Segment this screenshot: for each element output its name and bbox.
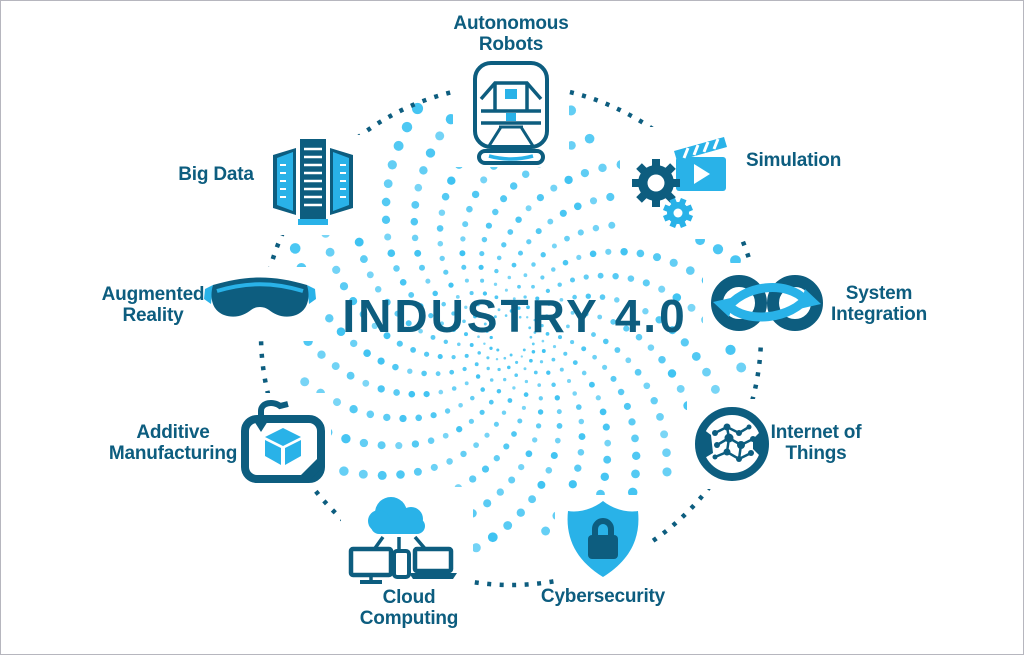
- label-big-data: Big Data: [178, 164, 254, 185]
- label-autonomous-robots: Autonomous Robots: [453, 13, 569, 56]
- label-cybersecurity: Cybersecurity: [540, 586, 666, 607]
- diagram-title: INDUSTRY 4.0: [342, 290, 688, 342]
- label-system-integration: System Integration: [831, 283, 927, 326]
- gears-clapperboard-icon: [620, 127, 750, 239]
- cloud-devices-icon: [341, 487, 473, 589]
- printer-cube-icon: [235, 393, 331, 489]
- label-cloud-computing: Cloud Computing: [359, 587, 459, 630]
- label-internet-of-things: Internet of Things: [770, 422, 862, 465]
- label-simulation: Simulation: [746, 150, 842, 171]
- ar-headset-icon: [197, 267, 323, 341]
- label-additive-manufacturing: Additive Manufacturing: [108, 422, 238, 465]
- server-towers-icon: [257, 135, 369, 235]
- autonomous-car-icon: [453, 59, 569, 167]
- chain-links-icon: [703, 263, 843, 343]
- label-augmented-reality: Augmented Reality: [101, 284, 205, 327]
- shield-lock-icon: [555, 495, 651, 587]
- network-globe-icon: [687, 399, 777, 489]
